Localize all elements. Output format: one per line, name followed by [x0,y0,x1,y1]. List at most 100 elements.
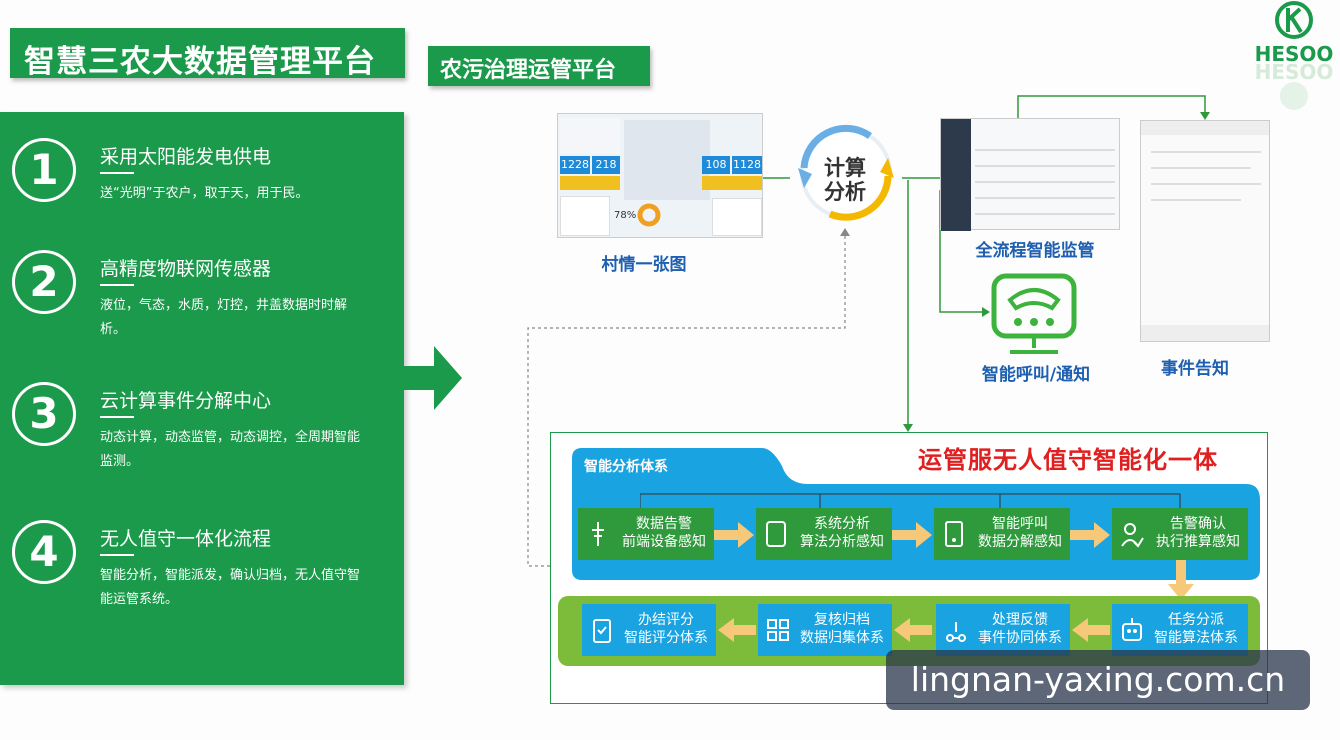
dashboard-screenshot: 1228 218 108 1128 78% [557,113,763,238]
feature-title: 云计算事件分解中心 [100,390,272,412]
dashboard-caption: 村情一张图 [601,255,687,275]
feature-number: 2 [12,250,76,314]
notify-caption: 事件告知 [1161,359,1229,379]
watermark: lingnan-yaxing.com.cn [886,650,1310,710]
robot-icon [1122,618,1142,641]
calc-label-line2: 分析 [824,180,866,204]
divider [100,284,134,286]
clipboard-icon [593,619,611,643]
stat-tile: 218 [592,156,620,174]
table-line [975,149,1115,151]
step-complete-score: 办结评分智能评分体系 [582,604,716,656]
step-line1: 处理反馈 [992,612,1048,628]
step-line1: 任务分派 [1168,612,1224,628]
document-icon [766,521,786,547]
text-line [1151,151,1261,153]
arrow-right-icon [1070,522,1110,548]
analysis-tab-bg [572,448,1260,580]
feature-number: 4 [12,520,76,584]
arrow-down-icon [1168,560,1194,600]
text-line [1151,183,1261,185]
table-line [975,181,1115,183]
analysis-tab-label: 智能分析体系 [584,459,668,475]
sensor-icon [592,522,604,546]
step-alarm-confirm: 告警确认执行推算感知 [1112,508,1248,560]
step-line2: 智能算法体系 [1154,630,1238,646]
right-arrow-icon [404,346,462,410]
arrow-right-icon [714,522,754,548]
calc-label: 计算 分析 [810,156,880,204]
feature-desc: 送“光明”于农户，取于天，用于民。 [100,186,309,201]
mini-map [560,196,610,236]
yellow-bar [702,176,762,190]
feature-title: 无人值守一体化流程 [100,528,272,550]
table-line [975,197,1115,199]
page-title: 智慧三农大数据管理平台 [10,28,405,80]
step-line2: 算法分析感知 [800,534,884,550]
divider [100,416,134,418]
step-line1: 办结评分 [638,612,694,628]
arrow-left-icon [1072,618,1110,642]
sidebar [941,119,971,231]
table-line [975,213,1115,215]
feature-number: 3 [12,382,76,446]
delivery-icon [946,622,966,642]
logo-text: HESOO [1254,42,1334,66]
step-line2: 前端设备感知 [622,534,706,550]
phone-screenshot [1140,120,1270,342]
feature-desc: 智能分析，智能派发，确认归档，无人值守智能运管系统。 [100,568,361,607]
phone-call-icon [991,273,1077,354]
logo-reflection: HESOO [1254,60,1334,84]
stat-tile: 108 [702,156,730,174]
step-line1: 智能呼叫 [992,516,1048,532]
step-line2: 智能评分体系 [624,630,708,646]
phone-status-bar [1141,121,1269,135]
feature-desc: 液位，气态，水质，灯控，井盖数据时时解析。 [100,298,348,337]
step-smart-call: 智能呼叫数据分解感知 [934,508,1070,560]
step-line1: 数据告警 [636,516,692,532]
step-line1: 复核归档 [814,612,870,628]
feature-desc: 动态计算，动态监管，动态调控，全周期智能监测。 [100,430,361,469]
step-line2: 事件协同体系 [978,630,1062,646]
dashboard-icons-panel [560,118,620,154]
divider [100,554,134,556]
percent-label: 78% [614,210,637,221]
divider [100,172,134,174]
feature-title: 采用太阳能发电供电 [100,146,272,168]
system-heading: 运管服无人值守智能化一体 [918,446,1218,474]
step-system-analysis: 系统分析算法分析感知 [756,508,892,560]
calc-label-line1: 计算 [824,156,866,180]
monitor-caption: 全流程智能监管 [975,241,1095,261]
feature-number: 1 [12,138,76,202]
stat-tile: 1128 [732,156,762,174]
step-line2: 数据归集体系 [800,630,884,646]
refresh-cycle-icon [798,124,894,221]
page-subtitle: 农污治理运管平台 [428,46,650,86]
user-check-icon [1121,523,1144,548]
call-caption: 智能呼叫/通知 [981,365,1091,385]
step-process-feedback: 处理反馈事件协同体系 [936,604,1070,656]
step-line2: 数据分解感知 [978,534,1062,550]
gauge-panel [712,198,762,236]
yellow-bar [560,176,620,190]
feedback-lines [640,493,1181,508]
step-data-alarm: 数据告警前端设备感知 [578,508,714,560]
text-line [1151,167,1251,169]
stat-tile: 1228 [560,156,590,174]
step-line1: 系统分析 [814,516,870,532]
monitoring-screenshot [940,118,1120,231]
grid-icon [767,619,789,641]
feature-title: 高精度物联网传感器 [100,258,272,280]
arrow-left-icon [718,618,756,642]
phone-bottom-bar [1141,325,1269,341]
step-task-dispatch: 任务分派智能算法体系 [1112,604,1248,656]
features-panel: 1 采用太阳能发电供电 送“光明”于农户，取于天，用于民。 2 高精度物联网传感… [0,112,404,685]
arrow-left-icon [894,618,932,642]
donut-chart-icon [637,203,661,227]
step-review-archive: 复核归档数据归集体系 [758,604,892,656]
phone-icon [945,521,963,547]
dashboard-map [624,120,710,200]
step-line2: 执行推算感知 [1156,534,1240,550]
step-line1: 告警确认 [1170,516,1226,532]
